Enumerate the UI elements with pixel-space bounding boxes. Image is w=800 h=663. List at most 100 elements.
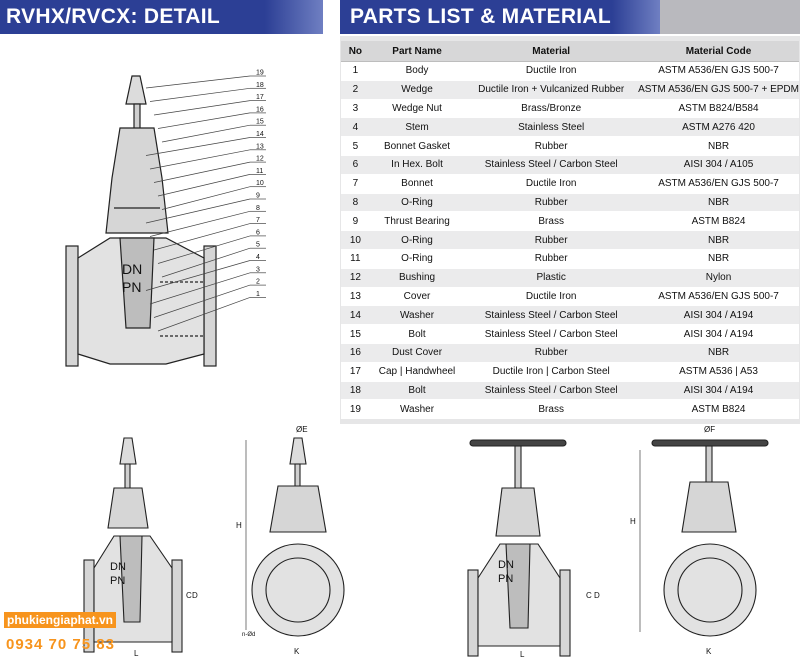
drawing-pn-label: PN (122, 279, 141, 295)
callout-leader-line (149, 272, 251, 305)
table-cell-material-code: ASTM B824/B584 (638, 99, 799, 119)
callout-number: 12 (256, 156, 264, 163)
table-cell-no: 2 (341, 80, 370, 100)
table-cell-material: Ductile Iron (464, 287, 639, 307)
side-view-2-dn: DN (498, 559, 514, 571)
table-cell-material: Rubber (464, 193, 639, 213)
table-cell-material: Stainless Steel / Carbon Steel (464, 155, 639, 175)
table-cell-material: Ductile Iron (464, 174, 639, 194)
table-cell-no: 9 (341, 211, 370, 232)
banner-grey-extension (660, 0, 800, 34)
table-cell-no: 8 (341, 193, 370, 213)
table-cell-part-name: O-Ring (369, 249, 465, 269)
table-cell-part-name: O-Ring (369, 193, 465, 213)
table-cell-material: Rubber (464, 343, 639, 363)
callout-leader-line (149, 149, 251, 170)
table-cell-material: Rubber (464, 136, 639, 156)
table-cell-material: Plastic (464, 268, 639, 288)
table-cell-no: 6 (341, 155, 370, 175)
callout-leader-line (145, 137, 251, 156)
callout-number: 16 (256, 106, 264, 113)
table-cell-no: 3 (341, 99, 370, 119)
watermark-phone: 0934 70 75 83 (6, 636, 115, 653)
header-material: Material (464, 41, 639, 62)
table-cell-material: Stainless Steel / Carbon Steel (464, 305, 639, 326)
table-cell-no: 19 (341, 399, 370, 420)
table-cell-material-code: ASTM A536/EN GJS 500-7 (638, 287, 799, 307)
table-cell-part-name: Wedge (369, 80, 465, 100)
table-cell-material: Ductile Iron (464, 61, 639, 81)
table-cell-part-name: Washer (369, 305, 465, 326)
table-cell-material: Ductile Iron | Carbon Steel (464, 362, 639, 382)
table-cell-material: Brass (464, 399, 639, 420)
table-cell-part-name: Stem (369, 117, 465, 138)
table-cell-material: Ductile Iron + Vulcanized Rubber (464, 80, 639, 100)
parts-list-title: PARTS LIST & MATERIAL (350, 5, 612, 28)
table-cell-no: 4 (341, 117, 370, 138)
table-cell-material: Rubber (464, 230, 639, 250)
table-cell-material-code: NBR (638, 136, 799, 156)
detail-drawing-title: RVHX/RVCX: DETAIL DRAWING (6, 5, 220, 28)
callout-leader-line (145, 75, 251, 89)
table-cell-no: 10 (341, 230, 370, 250)
callout-leader-line (145, 260, 251, 291)
table-cell-part-name: Wedge Nut (369, 99, 465, 119)
side-view-2-dim-l: L (520, 650, 525, 659)
header-no: No (341, 41, 370, 62)
callout-leader-line (153, 284, 251, 318)
callout-leader-line (157, 297, 251, 332)
table-cell-material-code: ASTM A536/EN GJS 500-7 + EPDM (638, 80, 799, 100)
callout-leader-line (153, 100, 251, 116)
table-cell-material-code: NBR (638, 343, 799, 363)
callout-number: 15 (256, 119, 264, 126)
table-cell-material-code: NBR (638, 193, 799, 213)
side-view-2-dim-d: D (594, 591, 600, 600)
table-cell-part-name: Bushing (369, 268, 465, 288)
table-cell-material: Rubber (464, 249, 639, 269)
table-cell-material: Stainless Steel / Carbon Steel (464, 324, 639, 344)
parts-list-banner: PARTS LIST & MATERIAL (340, 0, 660, 34)
callout-number: 14 (256, 131, 264, 138)
table-cell-material: Brass/Bronze (464, 99, 639, 119)
table-cell-no: 16 (341, 343, 370, 363)
table-cell-material: Brass (464, 211, 639, 232)
table-cell-part-name: Cap | Handwheel (369, 362, 465, 382)
table-cell-material-code: NBR (638, 249, 799, 269)
side-view-1-pn: PN (110, 575, 125, 587)
callout-leader-line (157, 174, 251, 197)
table-cell-no: 11 (341, 249, 370, 269)
table-cell-no: 7 (341, 174, 370, 194)
front-view-drawing-1: ØE H K n-Ød (236, 425, 345, 656)
front-view-1-dim-k: K (294, 647, 300, 656)
callout-number: 2 (256, 279, 260, 286)
table-cell-part-name: Bolt (369, 381, 465, 401)
callout-leader-line (153, 223, 251, 251)
table-cell-no: 15 (341, 324, 370, 344)
table-cell-material: Stainless Steel (464, 117, 639, 138)
detail-drawing-banner: RVHX/RVCX: DETAIL DRAWING (0, 0, 323, 34)
callout-leader-line (161, 186, 251, 210)
table-cell-part-name: Bolt (369, 324, 465, 344)
table-cell-no: 13 (341, 287, 370, 307)
side-view-2-pn: PN (498, 573, 513, 585)
table-cell-part-name: Cover (369, 287, 465, 307)
table-cell-no: 5 (341, 136, 370, 156)
drawing-dn-label: DN (122, 261, 142, 277)
table-cell-no: 17 (341, 362, 370, 382)
header-material-code: Material Code (638, 41, 799, 62)
